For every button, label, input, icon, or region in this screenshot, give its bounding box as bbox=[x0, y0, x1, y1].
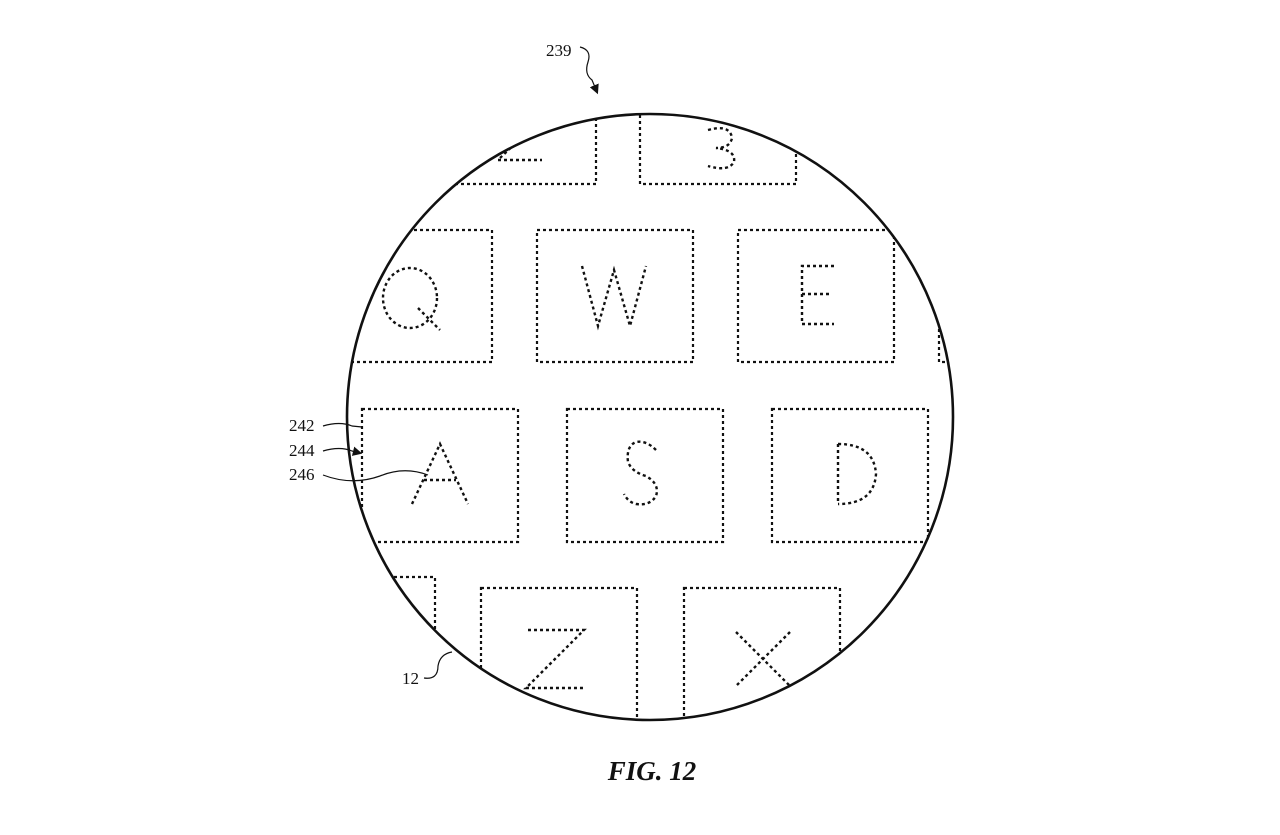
lens-outline bbox=[345, 112, 955, 722]
ref-239-arrow bbox=[579, 46, 599, 95]
key-s-glyph bbox=[622, 440, 659, 506]
ref-12-leader bbox=[423, 651, 453, 679]
key-d-glyph bbox=[836, 442, 878, 506]
key-e bbox=[736, 228, 896, 364]
figure-caption: FIG. 12 bbox=[607, 756, 697, 786]
key-q bbox=[347, 228, 494, 364]
ref-12-label: 12 bbox=[402, 669, 419, 688]
ref-239-label: 239 bbox=[546, 41, 572, 60]
key-a bbox=[360, 407, 520, 544]
key-x-glyph bbox=[735, 631, 791, 687]
ref-246-label: 246 bbox=[289, 465, 315, 484]
ref-244-label: 244 bbox=[289, 441, 315, 460]
key-3 bbox=[638, 114, 798, 186]
key-2-glyph bbox=[498, 119, 542, 162]
key-z bbox=[479, 586, 639, 720]
key-q-glyph bbox=[381, 266, 439, 330]
key-3-glyph bbox=[707, 127, 736, 170]
key-d bbox=[770, 407, 930, 544]
ref-246-leader bbox=[322, 470, 429, 482]
key-r-partial bbox=[937, 228, 953, 364]
key-w bbox=[535, 228, 695, 364]
magnified-keyboard bbox=[347, 114, 953, 720]
key-a-glyph bbox=[410, 441, 470, 505]
key-z-glyph bbox=[523, 628, 587, 690]
key-x bbox=[682, 586, 842, 720]
key-s bbox=[565, 407, 725, 544]
key-2 bbox=[438, 114, 598, 186]
ref-244-leader bbox=[322, 446, 363, 456]
ref-242-leader bbox=[322, 422, 363, 428]
ref-242-label: 242 bbox=[289, 416, 315, 435]
key-shift-partial bbox=[347, 575, 437, 712]
key-w-glyph bbox=[580, 265, 648, 331]
key-e-glyph bbox=[800, 264, 834, 326]
